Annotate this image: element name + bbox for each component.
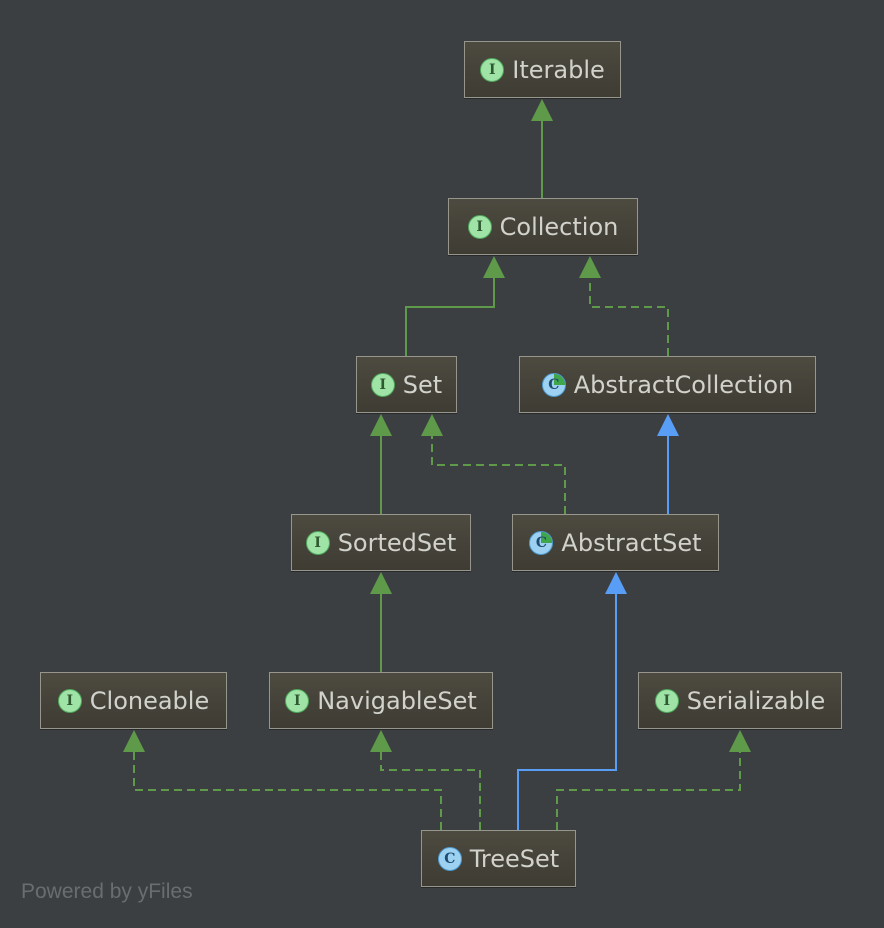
arrowhead [370, 572, 392, 594]
node-tree-set[interactable]: C TreeSet [421, 830, 576, 887]
interface-icon: I [285, 688, 310, 713]
abstract-class-icon: C [529, 530, 554, 555]
footer-credit: Powered by yFiles [21, 880, 193, 903]
node-label-sorted-set: SortedSet [337, 528, 457, 557]
interface-icon: I [370, 372, 395, 397]
node-label-abstract-collection: AbstractCollection [573, 370, 794, 399]
node-cloneable[interactable]: I Cloneable [40, 672, 227, 729]
interface-icon: I [654, 688, 679, 713]
node-sorted-set[interactable]: I SortedSet [291, 514, 471, 571]
node-navigable-set[interactable]: I NavigableSet [269, 672, 493, 729]
interface-icon: I [305, 530, 330, 555]
node-set[interactable]: I Set [356, 356, 457, 413]
node-abstract-collection[interactable]: C AbstractCollection [519, 356, 816, 413]
node-iterable[interactable]: I Iterable [464, 41, 621, 98]
interface-icon: I [57, 688, 82, 713]
edge-tree-set-to-abstract-set [517, 594, 617, 830]
arrowhead [605, 572, 627, 594]
arrowhead [370, 730, 392, 752]
arrowhead [657, 414, 679, 436]
node-serializable[interactable]: I Serializable [638, 672, 842, 729]
class-icon: C [437, 846, 462, 871]
abstract-class-icon: C [541, 372, 566, 397]
arrowhead [370, 414, 392, 436]
arrowhead [579, 256, 601, 278]
edge-tree-set-to-serializable [556, 752, 741, 830]
edge-tree-set-to-cloneable [133, 752, 442, 830]
node-collection[interactable]: I Collection [448, 198, 638, 255]
arrowhead [483, 256, 505, 278]
node-label-set: Set [402, 370, 443, 399]
arrowhead [123, 730, 145, 752]
interface-icon: I [480, 57, 505, 82]
arrowhead [531, 99, 553, 121]
node-label-navigable-set: NavigableSet [317, 686, 477, 715]
edge-abstract-collection-to-collection [589, 278, 669, 356]
node-label-abstract-set: AbstractSet [561, 528, 702, 557]
edge-set-to-collection [405, 278, 495, 356]
node-label-iterable: Iterable [512, 55, 605, 84]
node-label-cloneable: Cloneable [89, 686, 210, 715]
arrowhead [729, 730, 751, 752]
edge-abstract-set-to-set [431, 436, 566, 514]
arrowhead [421, 414, 443, 436]
node-abstract-set[interactable]: C AbstractSet [512, 514, 719, 571]
node-label-serializable: Serializable [686, 686, 826, 715]
edge-tree-set-to-navigable-set [380, 752, 481, 830]
node-label-collection: Collection [499, 212, 619, 241]
interface-icon: I [467, 214, 492, 239]
node-label-tree-set: TreeSet [469, 844, 560, 873]
